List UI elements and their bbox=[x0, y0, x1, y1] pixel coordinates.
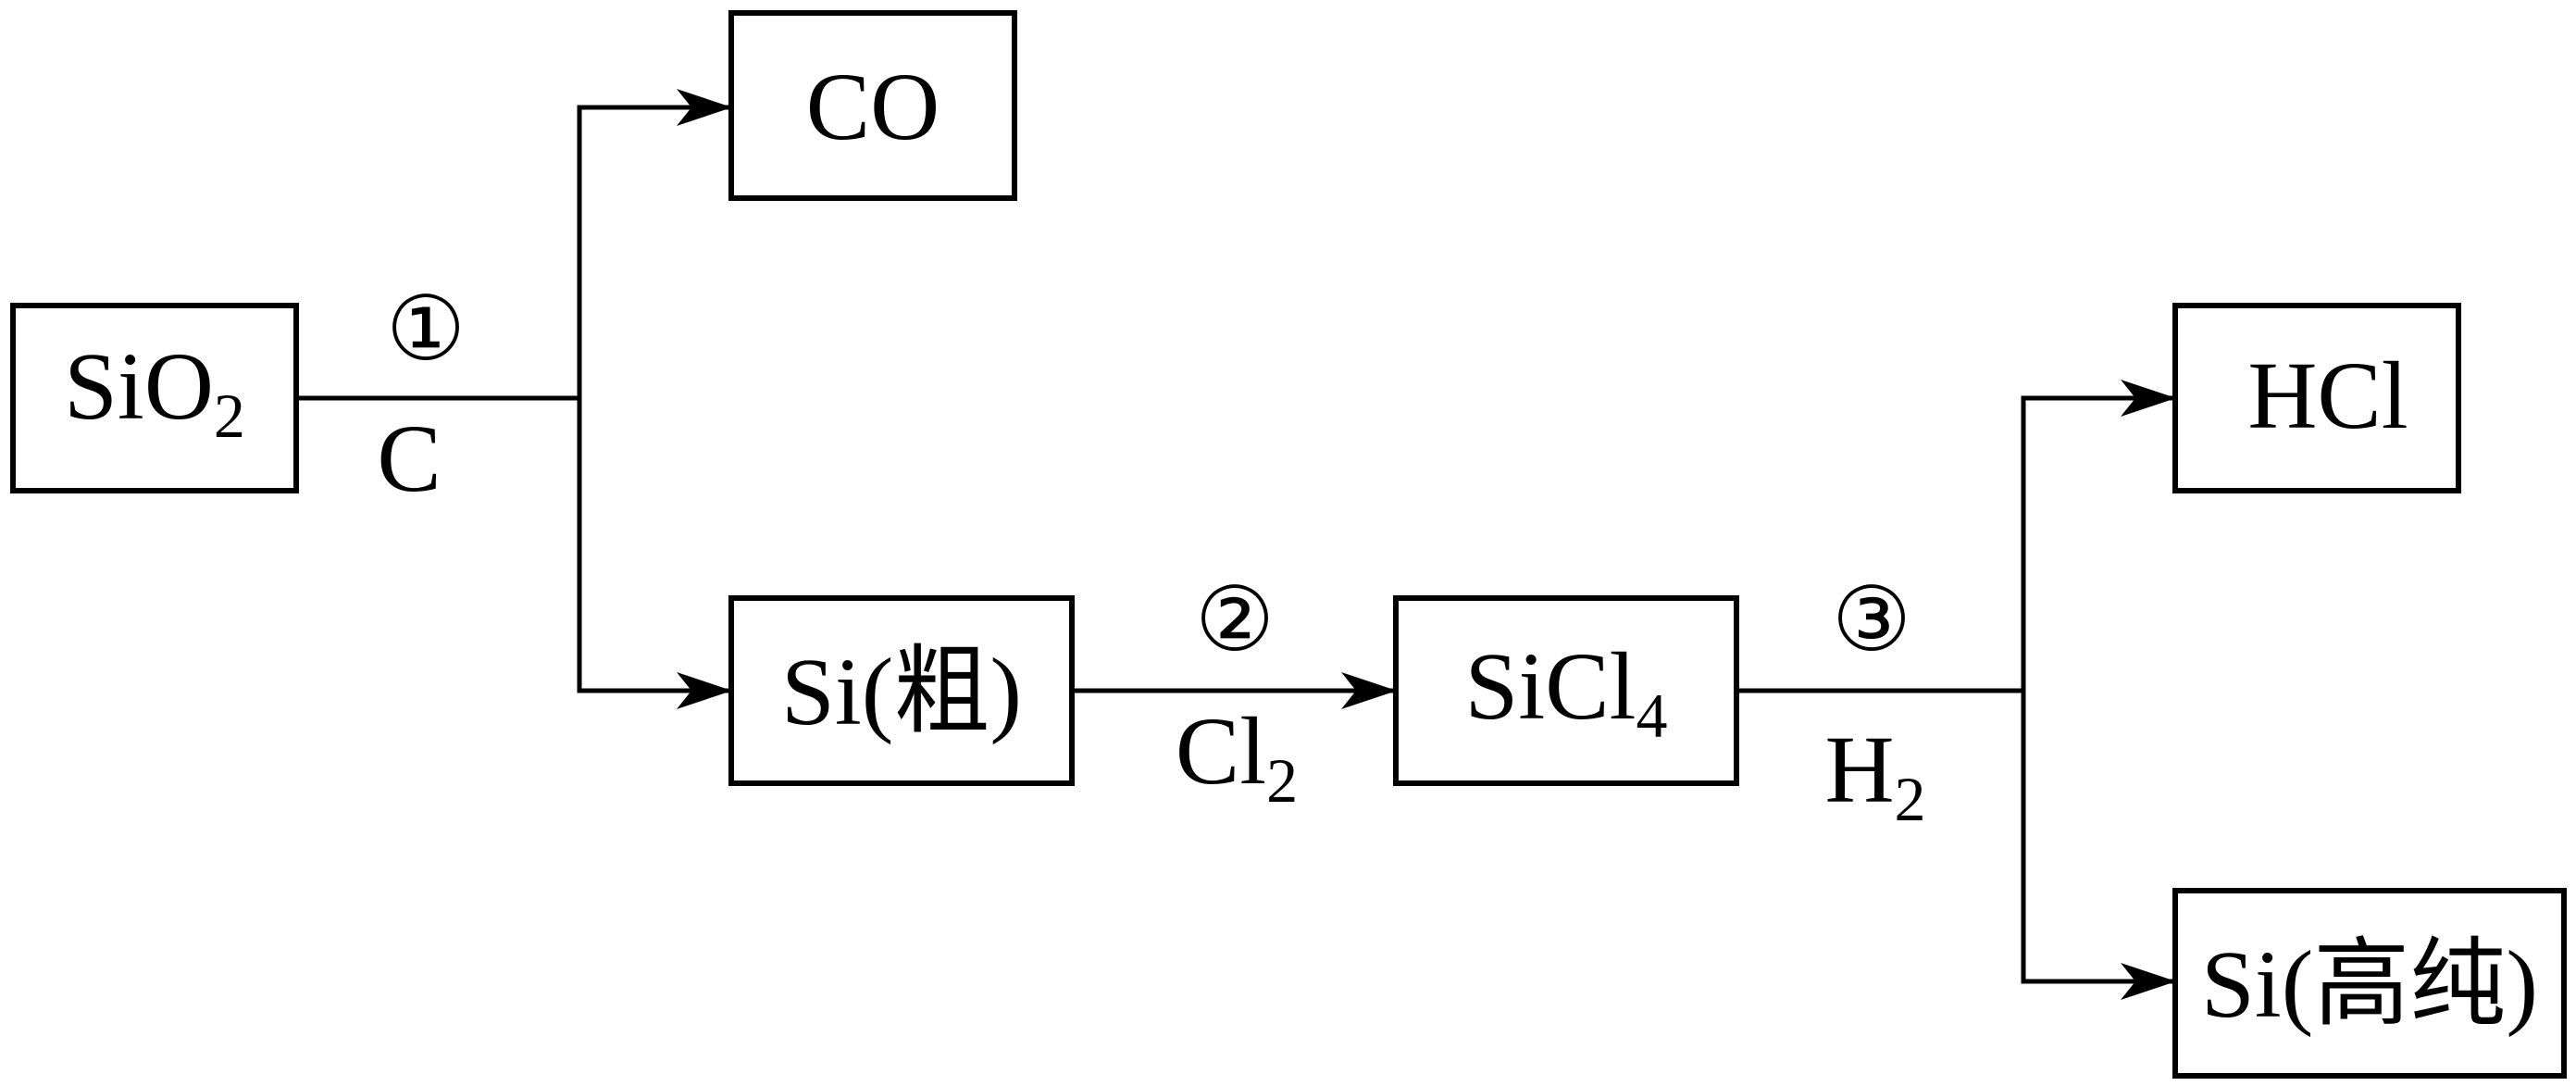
step1-number: ① bbox=[386, 277, 466, 381]
step2-reagent-sub: 2 bbox=[1266, 745, 1298, 816]
node-hcl-label: HCl bbox=[2247, 343, 2408, 449]
step3-reagent-main: H bbox=[1824, 717, 1894, 823]
node-sicl4-label: SiCl4 bbox=[1465, 633, 1668, 751]
node-sio2: SiO2 bbox=[10, 303, 299, 493]
node-co-label: CO bbox=[806, 54, 940, 160]
step1-reagent: C bbox=[377, 406, 441, 512]
node-sio2-label: SiO2 bbox=[64, 333, 245, 451]
node-hcl-box bbox=[2172, 303, 2461, 493]
node-co: CO bbox=[728, 10, 1017, 201]
step2-number: ② bbox=[1195, 568, 1275, 671]
node-sicl4: SiCl4 bbox=[1393, 595, 1739, 786]
connector-step1 bbox=[293, 89, 732, 709]
step3-reagent: H2 bbox=[1824, 717, 1925, 834]
node-sio2-main: SiO bbox=[64, 333, 214, 440]
node-sio2-box bbox=[10, 303, 299, 493]
node-sicl4-sub: 4 bbox=[1636, 680, 1668, 751]
node-si-crude-label: Si(粗) bbox=[781, 639, 1022, 745]
node-si-crude: Si(粗) bbox=[728, 595, 1075, 786]
step2-labels: ② Cl2 bbox=[1176, 568, 1298, 816]
node-sicl4-main: SiCl bbox=[1465, 633, 1636, 740]
node-si-pure-label: Si(高纯) bbox=[2201, 931, 2538, 1038]
step2-reagent: Cl2 bbox=[1176, 698, 1298, 816]
step3-labels: ③ H2 bbox=[1824, 568, 1925, 834]
node-si-pure: Si(高纯) bbox=[2172, 888, 2567, 1079]
step1-labels: ① C bbox=[377, 277, 466, 512]
node-hcl: HCl bbox=[2172, 303, 2461, 493]
step3-number: ③ bbox=[1832, 568, 1911, 671]
node-sio2-sub: 2 bbox=[214, 381, 245, 451]
node-si-pure-box bbox=[2172, 888, 2567, 1079]
node-sicl4-box bbox=[1393, 595, 1739, 786]
step2-reagent-main: Cl bbox=[1176, 698, 1266, 805]
step3-reagent-sub: 2 bbox=[1895, 764, 1926, 834]
connector-step3 bbox=[1734, 380, 2176, 1000]
